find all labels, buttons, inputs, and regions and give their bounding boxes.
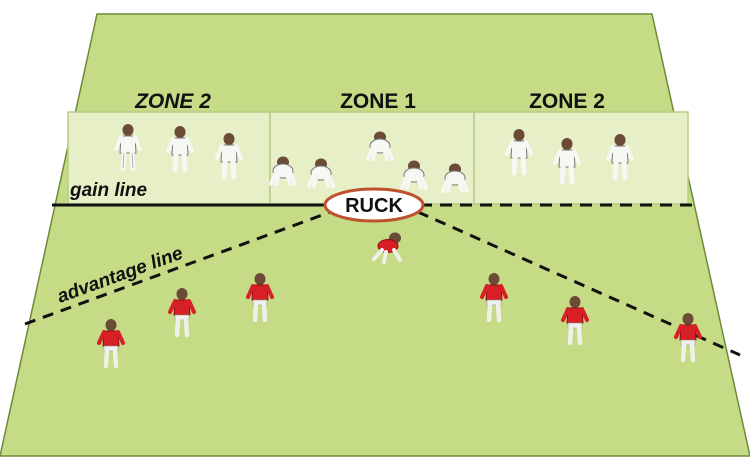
attacker-player: [674, 313, 702, 363]
defender-player: [606, 134, 634, 181]
attacker-player: [246, 273, 274, 323]
pitch: [0, 13, 750, 457]
zone-1-label: ZONE 1: [340, 90, 416, 113]
defender-player-crouched: [307, 158, 335, 188]
defender-player: [553, 138, 581, 185]
attacker-player: [168, 288, 196, 338]
ruck-marker: RUCK: [323, 187, 425, 223]
zone-2-right-label: ZONE 2: [529, 90, 605, 113]
attacker-player: [561, 296, 589, 346]
defender-player-crouched: [366, 131, 394, 161]
gain-line-label: gain line: [69, 180, 148, 201]
zone-2-left-label: ZONE 2: [134, 90, 211, 113]
defender-player: [215, 133, 243, 180]
attacker-player: [97, 319, 125, 369]
ruck-label: RUCK: [345, 195, 403, 217]
defender-player: [114, 124, 142, 171]
ruck-oval: [323, 187, 425, 223]
attacker-player: [480, 273, 508, 323]
defender-player-crouched: [441, 163, 469, 193]
defender-player: [505, 129, 533, 176]
zone-2-right-area: [473, 111, 689, 205]
attacker-scrum-half: [372, 232, 402, 264]
defender-player-crouched: [400, 160, 428, 190]
defender-player-crouched: [269, 156, 297, 186]
defender-player: [166, 126, 194, 173]
advantage-line-left: [24, 208, 337, 326]
